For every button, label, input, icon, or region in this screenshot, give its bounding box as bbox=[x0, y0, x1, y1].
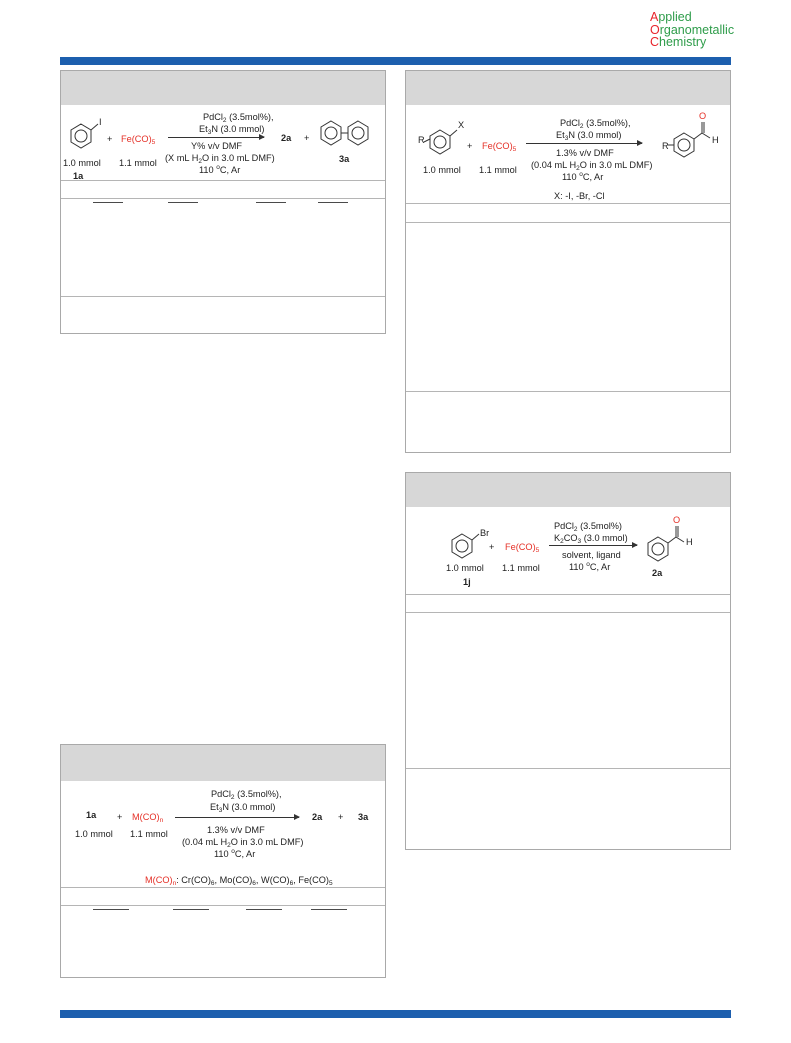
table-rule-3 bbox=[406, 391, 730, 392]
table-rule-2 bbox=[406, 222, 730, 223]
table-panel-4: 1a + M(CO)n PdCl2 (3.5mol%), Et3N (3.0 m… bbox=[60, 744, 386, 978]
condition-base: Et3N (3.0 mmol) bbox=[199, 124, 265, 136]
column-rule-a bbox=[93, 202, 123, 203]
condition-temp: 110 oC, Ar bbox=[569, 561, 611, 572]
aldehyde-hydrogen: H bbox=[712, 135, 719, 145]
condition-water: (X mL H2O in 3.0 mL DMF) bbox=[165, 153, 275, 165]
condition-water: (0.04 mL H2O in 3.0 mL DMF) bbox=[531, 160, 653, 172]
amount-substrate: 1.0 mmol bbox=[446, 563, 484, 573]
panel-2-header bbox=[406, 71, 730, 105]
product-2a: 2a bbox=[312, 812, 323, 822]
metal-carbonyl-note: M(CO)n: Cr(CO)6, Mo(CO)6, W(CO)6, Fe(CO)… bbox=[145, 875, 333, 887]
column-rule-d bbox=[311, 909, 347, 910]
reactant-1a: 1a bbox=[86, 810, 97, 820]
reagent-metal-carbonyl: M(CO)n bbox=[132, 812, 164, 824]
amount-reagent: 1.1 mmol bbox=[119, 158, 157, 168]
column-rule-c bbox=[256, 202, 286, 203]
condition-base: K2CO3 (3.0 mmol) bbox=[554, 533, 628, 545]
panel-1-header bbox=[61, 71, 385, 105]
table-rule-1 bbox=[406, 203, 730, 204]
column-rule-a bbox=[93, 909, 129, 910]
reagent-feco5: Fe(CO)5 bbox=[505, 542, 540, 554]
condition-catalyst: PdCl2 (3.5mol%), bbox=[560, 118, 631, 130]
condition-temp: 110 oC, Ar bbox=[199, 164, 241, 175]
amount-substrate: 1.0 mmol bbox=[75, 829, 113, 839]
journal-logo: Applied Organometallic Chemistry bbox=[650, 11, 734, 49]
reaction-arrow bbox=[175, 814, 300, 820]
substituent-r: R bbox=[418, 135, 425, 145]
substrate-label-1a: 1a bbox=[73, 171, 84, 181]
table-rule-1 bbox=[406, 594, 730, 595]
logo-line-chemistry: Chemistry bbox=[650, 35, 707, 49]
amount-reagent: 1.1 mmol bbox=[502, 563, 540, 573]
plus-1: + bbox=[489, 542, 495, 552]
plus-2: + bbox=[338, 812, 344, 822]
product-3a: 3a bbox=[358, 812, 369, 822]
biphenyl-structure bbox=[320, 120, 369, 146]
aldehyde-oxygen: O bbox=[699, 111, 707, 121]
plus-1: + bbox=[117, 812, 123, 822]
condition-solvent: Y% v/v DMF bbox=[191, 141, 243, 151]
table-rule-3 bbox=[406, 768, 730, 769]
logo-line-organometallic: Organometallic bbox=[650, 22, 735, 37]
benzaldehyde-structure bbox=[647, 526, 685, 562]
condition-solvent: 1.3% v/v DMF bbox=[207, 825, 265, 835]
condition-base: Et3N (3.0 mmol) bbox=[210, 802, 276, 814]
condition-temp: 110 oC, Ar bbox=[214, 848, 256, 859]
top-brand-bar bbox=[60, 57, 731, 65]
plus-1: + bbox=[107, 134, 113, 144]
table-panel-3: Br + Fe(CO)5 PdCl2 (3.5mol%) K2CO3 (3.0 … bbox=[405, 472, 731, 850]
amount-substrate: 1.0 mmol bbox=[423, 165, 461, 175]
substrate-label-1j: 1j bbox=[463, 577, 471, 587]
column-rule-b bbox=[168, 202, 198, 203]
condition-catalyst: PdCl2 (3.5mol%), bbox=[203, 112, 274, 124]
product-3a: 3a bbox=[339, 154, 350, 164]
plus-1: + bbox=[467, 141, 473, 151]
iodo-label: I bbox=[99, 117, 102, 127]
condition-base: Et3N (3.0 mmol) bbox=[556, 130, 622, 142]
product-2a: 2a bbox=[652, 568, 663, 578]
reaction-arrow bbox=[168, 134, 265, 140]
column-rule-d bbox=[318, 202, 348, 203]
table-panel-2: R X + Fe(CO)5 PdCl2 (3.5mol%), Et3N (3.0… bbox=[405, 70, 731, 453]
panel-4-header bbox=[61, 745, 385, 781]
reaction-arrow bbox=[526, 140, 643, 146]
iodobenzene-structure bbox=[70, 123, 99, 149]
table-rule-2 bbox=[61, 905, 385, 906]
panel-3-header bbox=[406, 473, 730, 507]
reaction-arrow bbox=[549, 542, 638, 548]
plus-2: + bbox=[304, 133, 310, 143]
table-rule-2 bbox=[406, 612, 730, 613]
product-2a: 2a bbox=[281, 133, 292, 143]
bromo-label: Br bbox=[480, 528, 490, 538]
bromobenzene-structure bbox=[451, 533, 480, 559]
amount-substrate: 1.0 mmol bbox=[63, 158, 101, 168]
halide-note: X: -I, -Br, -Cl bbox=[554, 191, 605, 201]
condition-temp: 110 oC, Ar bbox=[562, 171, 604, 182]
table-rule-1 bbox=[61, 180, 385, 181]
condition-water: (0.04 mL H2O in 3.0 mL DMF) bbox=[182, 837, 304, 849]
aldehyde-oxygen: O bbox=[673, 515, 681, 525]
product-substituent-r: R bbox=[662, 141, 669, 151]
halide-x-label: X bbox=[458, 120, 465, 130]
table-panel-1: I + Fe(CO)5 PdCl2 (3.5mol%), Et3N (3.0 m… bbox=[60, 70, 386, 334]
column-rule-b bbox=[173, 909, 209, 910]
aldehyde-hydrogen: H bbox=[686, 537, 693, 547]
table-rule-1 bbox=[61, 887, 385, 888]
reagent-feco5: Fe(CO)5 bbox=[482, 141, 517, 153]
amount-reagent: 1.1 mmol bbox=[130, 829, 168, 839]
condition-solvent-ligand: solvent, ligand bbox=[562, 550, 621, 560]
bottom-brand-bar bbox=[60, 1010, 731, 1018]
benzaldehyde-structure bbox=[668, 122, 711, 158]
amount-reagent: 1.1 mmol bbox=[479, 165, 517, 175]
reagent-feco5: Fe(CO)5 bbox=[121, 134, 156, 146]
logo-line-applied: Applied bbox=[650, 10, 692, 24]
table-rule-2 bbox=[61, 198, 385, 199]
condition-solvent: 1.3% v/v DMF bbox=[556, 148, 614, 158]
condition-catalyst: PdCl2 (3.5mol%), bbox=[211, 789, 282, 801]
aryl-halide-structure bbox=[423, 129, 458, 155]
condition-catalyst: PdCl2 (3.5mol%) bbox=[554, 521, 622, 533]
table-rule-3 bbox=[61, 296, 385, 297]
column-rule-c bbox=[246, 909, 282, 910]
